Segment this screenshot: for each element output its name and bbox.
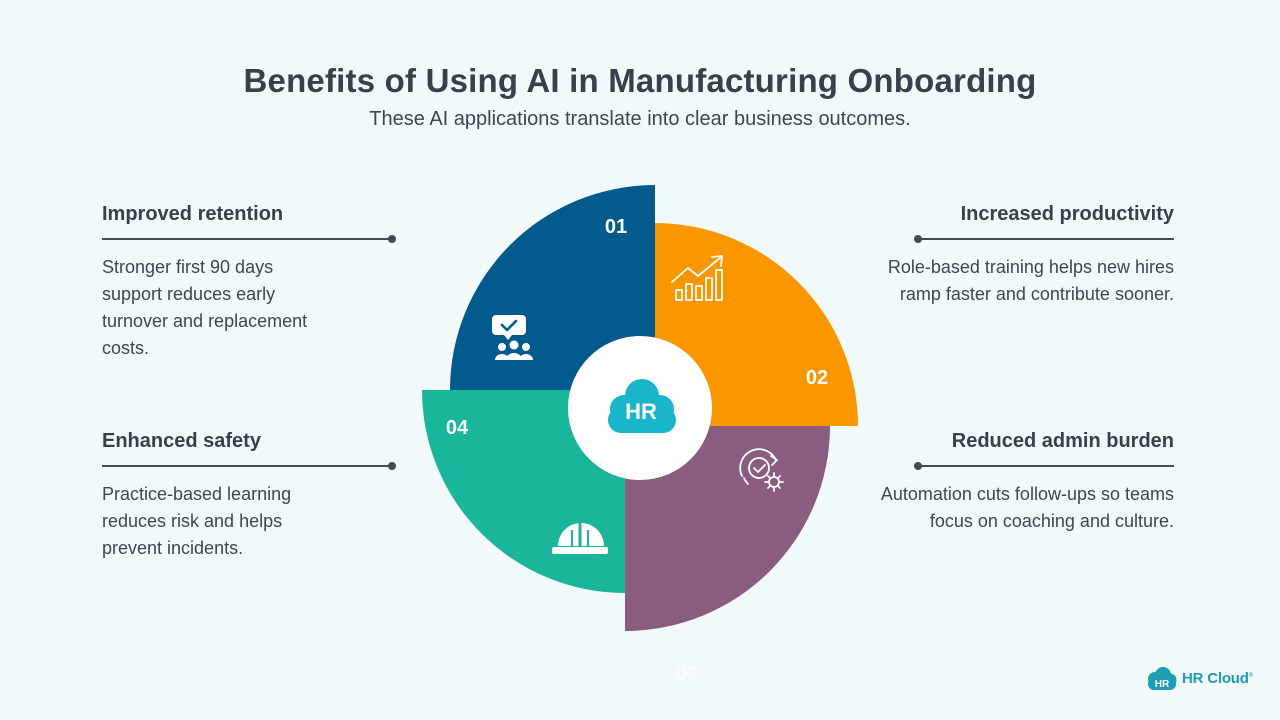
growth-chart-icon <box>671 255 723 301</box>
divider <box>102 235 396 243</box>
benefit-heading: Increased productivity <box>960 203 1174 225</box>
divider <box>914 235 1174 243</box>
brand-name: HR Cloud® <box>1182 669 1253 687</box>
segment-number-01: 01 <box>605 216 627 238</box>
trademark: ® <box>1248 672 1253 679</box>
divider <box>914 462 1174 470</box>
automation-gear-icon <box>739 448 784 492</box>
segment-01 <box>450 185 655 390</box>
hard-hat-icon <box>552 523 608 554</box>
brand-cloud-icon: HR <box>1148 667 1177 690</box>
benefit-description: Practice-based learning reduces risk and… <box>102 484 292 558</box>
divider-dot <box>914 462 922 470</box>
benefit-heading: Reduced admin burden <box>951 430 1174 452</box>
benefit-heading: Enhanced safety <box>102 430 261 452</box>
segment-number-03: 03 <box>675 663 699 685</box>
benefit-description: Stronger first 90 days support reduces e… <box>102 257 308 358</box>
divider-dot <box>914 235 922 243</box>
brand-logo: HR HR Cloud® <box>1146 665 1253 691</box>
segment-number-04: 04 <box>446 417 469 439</box>
center-label: HR <box>625 399 657 424</box>
segment-number-02: 02 <box>806 367 828 389</box>
people-check-icon <box>492 315 533 360</box>
benefit-heading: Improved retention <box>102 203 284 225</box>
cloud-icon <box>608 379 676 433</box>
page-title: Benefits of Using AI in Manufacturing On… <box>243 62 1037 99</box>
benefit-increased-productivity: Increased productivity Role-based traini… <box>874 200 1174 308</box>
segment-02 <box>655 223 858 426</box>
benefit-reduced-admin-burden: Reduced admin burden Automation cuts fol… <box>874 427 1174 535</box>
divider-dot <box>388 235 396 243</box>
benefit-enhanced-safety: Enhanced safety Practice-based learning … <box>102 427 402 562</box>
divider-dot <box>388 462 396 470</box>
benefit-description: Role-based training helps new hires ramp… <box>887 257 1174 304</box>
page-subtitle: These AI applications translate into cle… <box>369 108 911 130</box>
brand-mark: HR <box>1155 679 1170 690</box>
benefit-description: Automation cuts follow-ups so teams focu… <box>880 484 1174 531</box>
benefit-improved-retention: Improved retention Stronger first 90 day… <box>102 200 402 362</box>
divider <box>102 462 396 470</box>
